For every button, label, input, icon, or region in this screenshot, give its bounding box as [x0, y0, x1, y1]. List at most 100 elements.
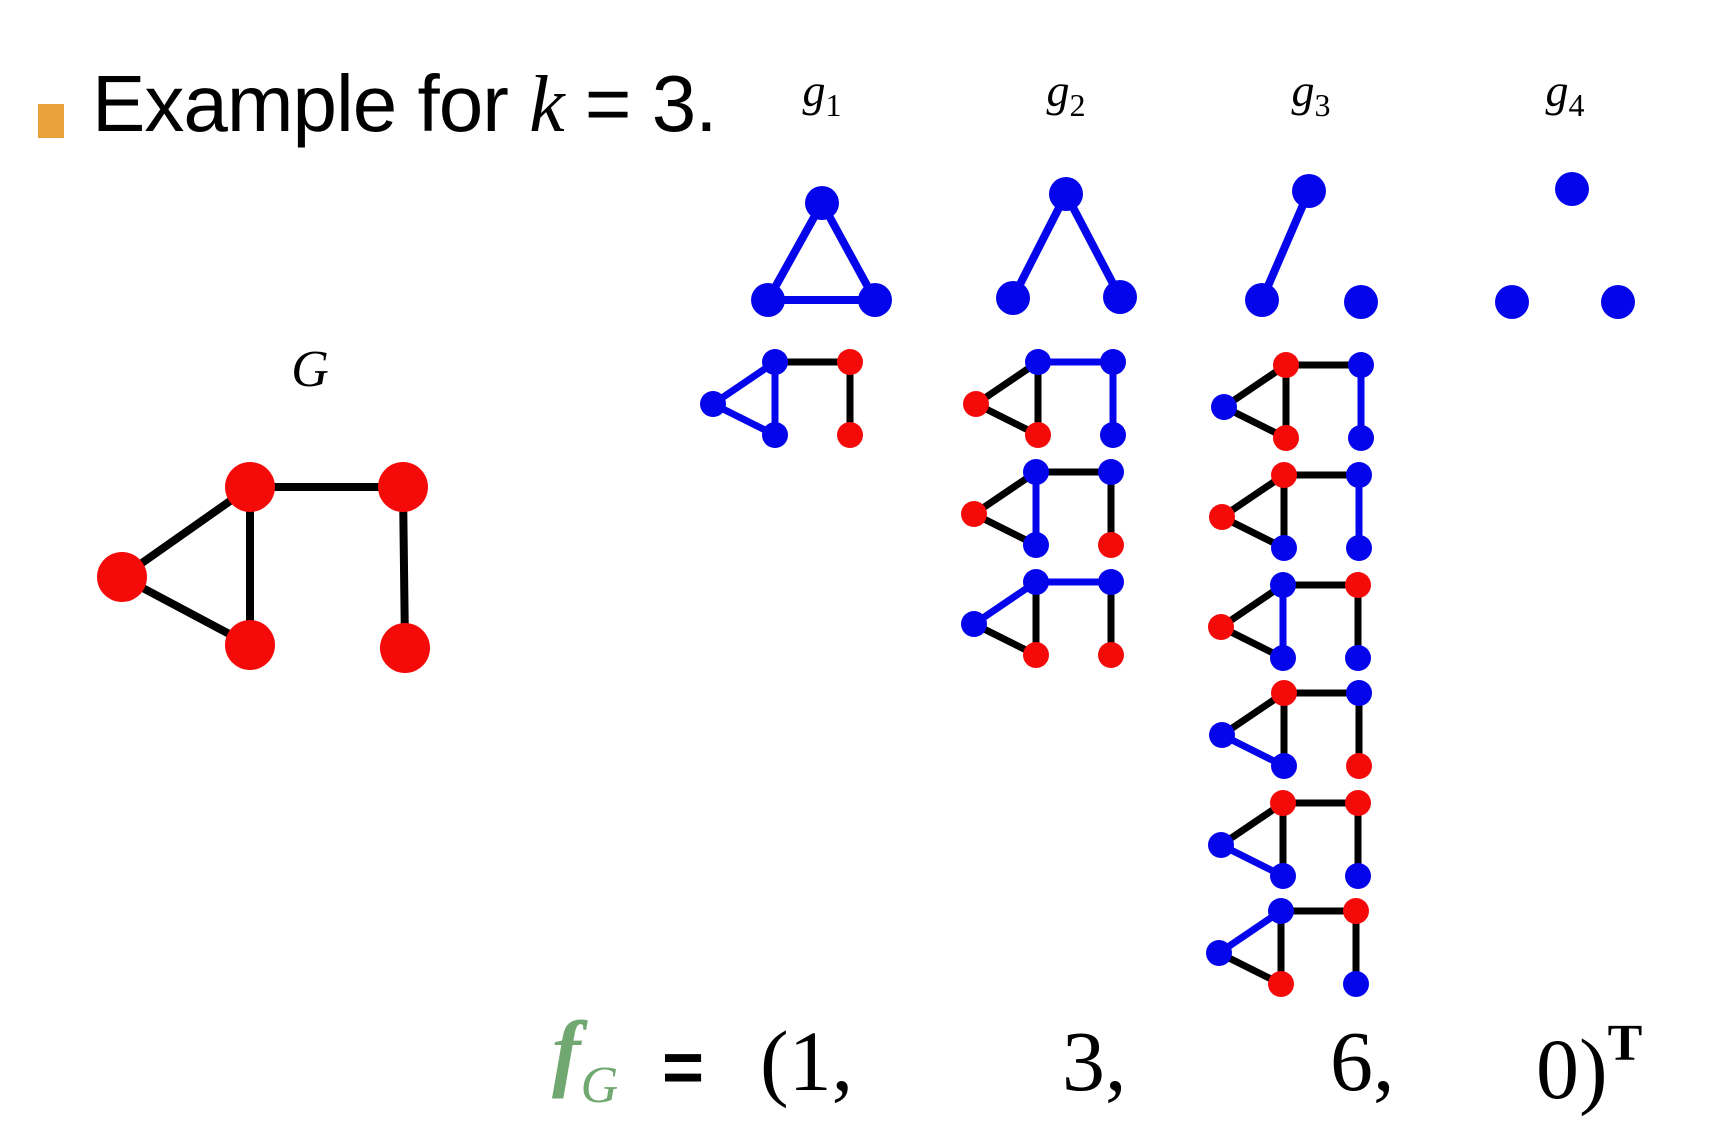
instance-g2-node-B [1100, 349, 1126, 375]
vector-value-g2: 3, [1062, 1013, 1127, 1109]
instance-g3-node-C [1208, 832, 1234, 858]
graphlet-g2-node [996, 281, 1030, 315]
instance-g3-node-B [1345, 572, 1371, 598]
instance-g3-node-B [1343, 898, 1369, 924]
transpose-superscript: T [1607, 1015, 1643, 1072]
graph-G-edge [119, 483, 253, 581]
instance-g3-node-B [1345, 790, 1371, 816]
graphlet-g4-node [1601, 285, 1635, 319]
graphlet-g4-node [1555, 172, 1589, 206]
graphlet-g3-edge [1258, 189, 1313, 302]
instance-g1-node-B [837, 349, 863, 375]
instance-g3-node-B [1348, 352, 1374, 378]
graphlet-g4-label: g4 [1545, 64, 1585, 121]
instance-g2-node-C [963, 391, 989, 417]
instance-g3-node-E [1343, 971, 1369, 997]
instance-g3-node-D [1268, 971, 1294, 997]
instance-g3-node-D [1273, 425, 1299, 451]
graphlet-g2-node [1103, 280, 1137, 314]
vector-value-g3: 6, [1330, 1013, 1395, 1109]
vector-close: 0) [1536, 1021, 1608, 1117]
vector-value-g1: (1, [760, 1013, 854, 1109]
instance-g3-node-C [1209, 504, 1235, 530]
instance-g1-node-E [837, 422, 863, 448]
instance-g1-node-C [700, 391, 726, 417]
instance-g3-node-C [1208, 614, 1234, 640]
instance-g3-node-B [1346, 680, 1372, 706]
instance-g3-node-E [1345, 645, 1371, 671]
instance-g3-node-A [1271, 462, 1297, 488]
instance-g2-node-A [1025, 349, 1051, 375]
title-row: Example for k = 3. [0, 0, 1714, 170]
graph-G-node-C [97, 552, 147, 602]
graphlet-g2-edge [1062, 192, 1124, 299]
instance-g3-node-A [1270, 572, 1296, 598]
instance-g3-node-E [1345, 863, 1371, 889]
f-subscript-G: G [580, 1057, 619, 1114]
graphlet-g3-node [1292, 174, 1326, 208]
instance-g2-node-C [961, 501, 987, 527]
graphlet-g1-node [858, 283, 892, 317]
instance-g3-node-A [1273, 352, 1299, 378]
instance-g2-node-A [1023, 569, 1049, 595]
graph-G-node-D [225, 620, 275, 670]
instance-g3-node-C [1211, 394, 1237, 420]
g4-base: g [1545, 65, 1569, 116]
instance-g2-node-B [1098, 569, 1124, 595]
instance-g3-node-E [1346, 535, 1372, 561]
graph-G-node-B [378, 462, 428, 512]
graph-G-label: G [291, 341, 329, 398]
instance-g3-node-E [1346, 753, 1372, 779]
instance-g2-node-D [1023, 532, 1049, 558]
instance-g2-node-E [1098, 642, 1124, 668]
g1-sub: 1 [825, 87, 842, 124]
instance-g2-node-D [1023, 642, 1049, 668]
page-title: Example for k = 3. [92, 59, 718, 148]
instance-g2-node-D [1025, 422, 1051, 448]
title-prefix: Example for [92, 59, 530, 148]
graphlet-g1-edge [818, 201, 879, 302]
g2-base: g [1046, 65, 1070, 116]
g3-base: g [1291, 65, 1315, 116]
instance-g3-node-C [1209, 722, 1235, 748]
graph-G-edge [399, 486, 409, 649]
instance-g3-node-A [1268, 898, 1294, 924]
graphlet-g3-label: g3 [1291, 64, 1331, 121]
graphlet-g2-label: g2 [1046, 64, 1086, 121]
graph-G-node-A [225, 462, 275, 512]
instance-g1-node-A [762, 349, 788, 375]
vector-value-g4: 0)T [1536, 1015, 1643, 1113]
f-G-symbol: fG [552, 1008, 618, 1112]
g2-sub: 2 [1069, 87, 1086, 124]
instance-g1-node-D [762, 422, 788, 448]
instance-g3-node-D [1271, 753, 1297, 779]
instance-g3-node-B [1346, 462, 1372, 488]
graphlet-g1-edge [764, 201, 826, 302]
graphlet-g4-node [1495, 285, 1529, 319]
instance-g2-node-A [1023, 459, 1049, 485]
instance-g2-node-E [1100, 422, 1126, 448]
instance-g3-node-D [1271, 535, 1297, 561]
graphlet-g2-node [1049, 177, 1083, 211]
instance-g2-node-E [1098, 532, 1124, 558]
feature-vector-formula: fG = (1, 3, 6, 0)T [0, 1000, 1714, 1132]
title-suffix: = 3. [563, 59, 718, 148]
instance-g3-node-A [1271, 680, 1297, 706]
g3-sub: 3 [1314, 87, 1331, 124]
g1-base: g [802, 65, 826, 116]
graphlet-g3-node [1344, 285, 1378, 319]
equals-sign: = [662, 1028, 705, 1108]
graph-G-node-E [380, 623, 430, 673]
instance-g3-node-C [1206, 940, 1232, 966]
instance-g3-node-D [1270, 645, 1296, 671]
instance-g3-node-A [1270, 790, 1296, 816]
g4-sub: 4 [1568, 87, 1585, 124]
graphlet-g1-node [751, 283, 785, 317]
instance-g3-node-D [1270, 863, 1296, 889]
bullet-square-icon [38, 104, 64, 138]
instance-g3-node-E [1348, 425, 1374, 451]
graphlet-g1-node [805, 186, 839, 220]
instance-g2-node-B [1098, 459, 1124, 485]
